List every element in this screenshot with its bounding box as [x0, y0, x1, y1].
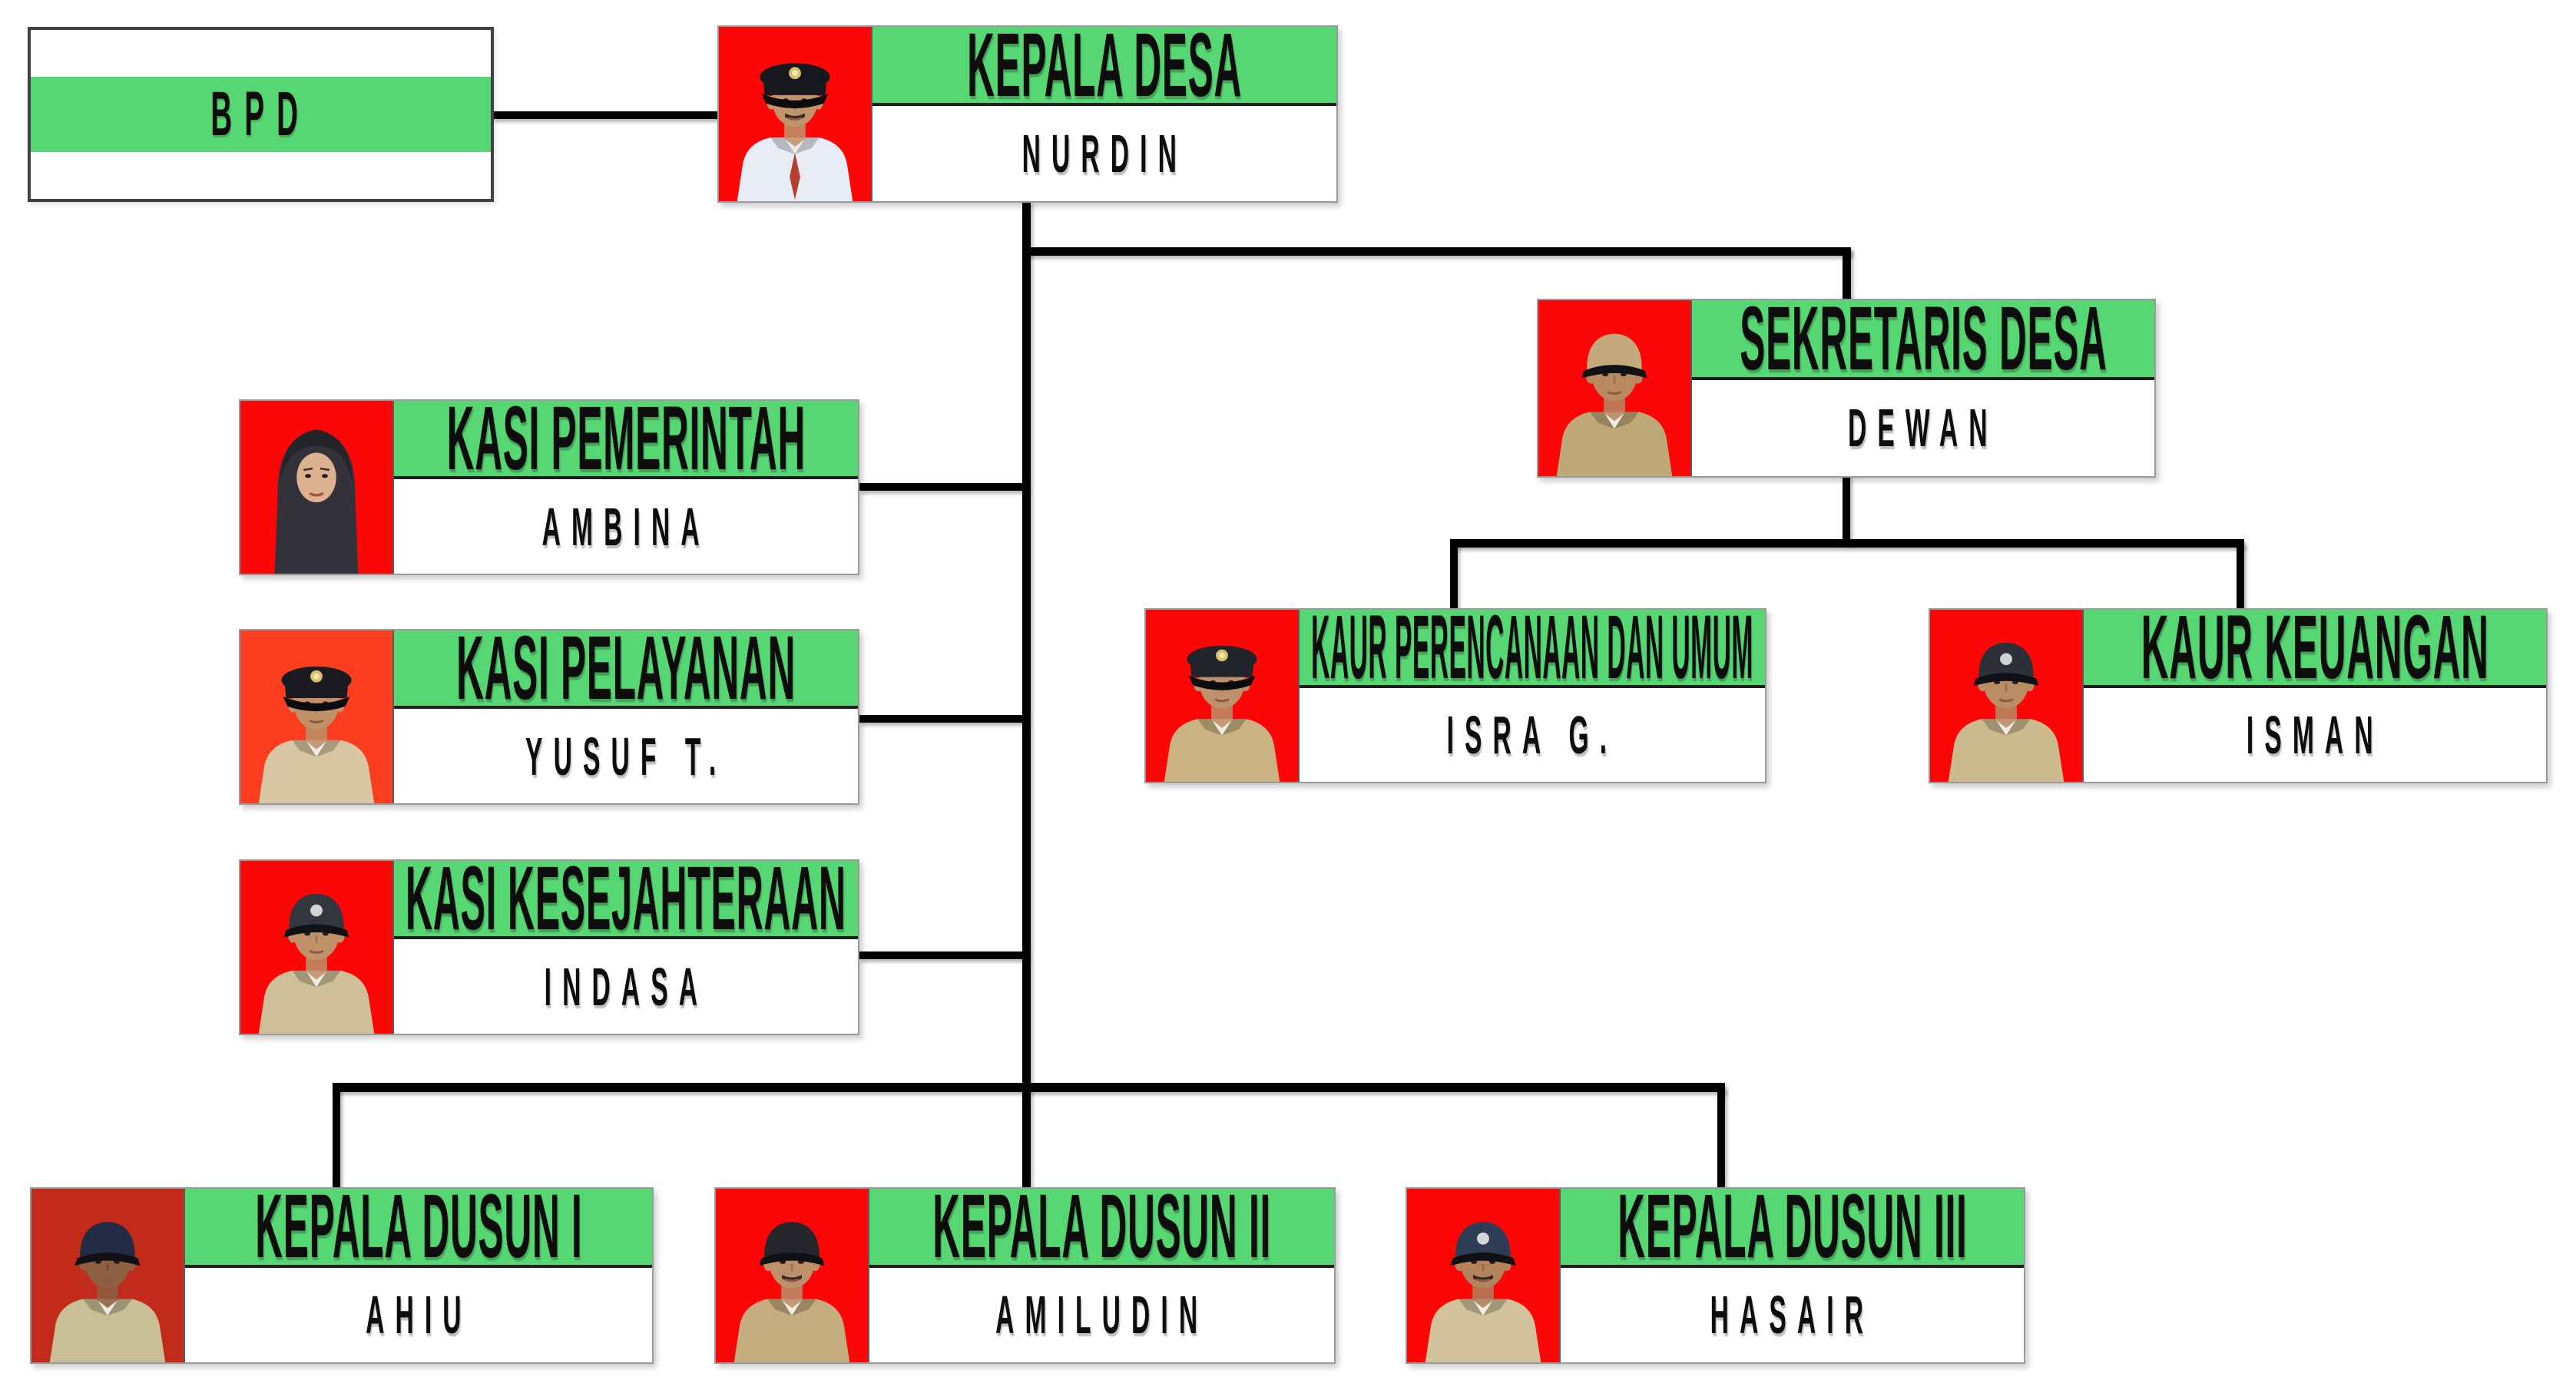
photo-kepala-dusun-3 — [1407, 1189, 1561, 1362]
bpd-top-strip — [31, 30, 491, 77]
role-title-band: KEPALA DUSUN III — [1561, 1189, 2024, 1268]
photo-kaur-keuangan — [1930, 610, 2084, 782]
person-name-band: NURDIN — [872, 106, 1336, 201]
edge-dusun-h — [333, 1083, 1725, 1092]
person-name: INDASA — [544, 956, 708, 1017]
edge-kaur-keuangan-v — [2237, 544, 2244, 610]
node-kasi-pelayanan: KASI PELAYANAN YUSUF T. — [239, 629, 859, 805]
bpd-label: BPD — [210, 79, 311, 149]
node-kepala-desa: KEPALA DESA NURDIN — [717, 25, 1338, 203]
node-sekretaris-desa: SEKRETARIS DESA DEWAN — [1537, 299, 2156, 478]
role-title: KASI PEMERINTAH — [446, 401, 806, 480]
photo-kasi-pelayanan — [240, 630, 394, 803]
edge-kaur-h — [1450, 539, 2244, 548]
edge-trunk-sekretaris-h — [1022, 247, 1851, 256]
node-kepala-dusun-2: KEPALA DUSUN II AMILUDIN — [714, 1187, 1336, 1364]
person-name: AMBINA — [541, 496, 710, 557]
node-kepala-dusun-3: KEPALA DUSUN III HASAIR — [1406, 1187, 2025, 1364]
person-name: HASAIR — [1710, 1285, 1875, 1345]
edge-trunk-sekretaris-v — [1843, 247, 1851, 301]
person-name-band: AHIU — [185, 1267, 652, 1362]
person-name: ISRA G. — [1446, 704, 1618, 765]
person-name: NURDIN — [1021, 124, 1187, 184]
person-name: DEWAN — [1848, 398, 1998, 458]
node-kepala-dusun-1: KEPALA DUSUN I AHIU — [30, 1187, 654, 1364]
edge-dusun3-v — [1717, 1087, 1725, 1189]
role-title: SEKRETARIS DESA — [1739, 300, 2107, 380]
edge-dusun1-v — [333, 1087, 340, 1189]
role-title-band: KAUR KEUANGAN — [2084, 610, 2546, 688]
role-title: KAUR PERENCANAAN DAN UMUM — [1311, 610, 1753, 688]
person-name-band: DEWAN — [1692, 379, 2154, 476]
person-name-band: ISRA G. — [1300, 687, 1765, 782]
role-title-band: KEPALA DUSUN II — [869, 1189, 1334, 1268]
photo-kaur-perencanaan — [1146, 610, 1300, 782]
role-title: KEPALA DUSUN II — [932, 1189, 1271, 1268]
role-title: KEPALA DUSUN III — [1617, 1189, 1968, 1268]
role-title: KAUR KEUANGAN — [2141, 610, 2489, 688]
photo-kasi-pemerintah — [240, 401, 394, 574]
node-kaur-keuangan: KAUR KEUANGAN ISMAN — [1929, 608, 2548, 783]
bpd-bottom-strip — [31, 152, 491, 200]
photo-kepala-dusun-2 — [716, 1189, 869, 1362]
person-name-band: AMILUDIN — [869, 1267, 1334, 1362]
edge-trunk-kasi-pelayanan — [859, 715, 1028, 723]
edge-kepala-desa-trunk — [1022, 201, 1031, 1187]
role-title-band: KASI KESEJAHTERAAN — [394, 861, 858, 940]
person-name: AMILUDIN — [995, 1285, 1209, 1345]
edge-sekretaris-kaur-v — [1843, 472, 1850, 544]
role-title: KASI KESEJAHTERAAN — [406, 861, 846, 940]
photo-kepala-desa — [719, 27, 872, 201]
role-title-band: SEKRETARIS DESA — [1692, 300, 2154, 380]
person-name-band: HASAIR — [1561, 1267, 2024, 1362]
role-title: KASI PELAYANAN — [456, 630, 796, 710]
edge-trunk-kasi-pemerintah — [859, 483, 1028, 491]
node-kasi-kesejahteraan: KASI KESEJAHTERAAN INDASA — [239, 859, 859, 1035]
node-kaur-perencanaan: KAUR PERENCANAAN DAN UMUM ISRA G. — [1144, 608, 1766, 783]
person-name-band: ISMAN — [2084, 687, 2546, 782]
node-kasi-pemerintah: KASI PEMERINTAH AMBINA — [239, 399, 859, 575]
person-name-band: INDASA — [394, 939, 858, 1034]
photo-kepala-dusun-1 — [31, 1189, 185, 1362]
node-bpd: BPD — [28, 27, 494, 202]
role-title: KEPALA DUSUN I — [254, 1189, 583, 1268]
photo-kasi-kesejahteraan — [240, 861, 394, 1034]
role-title-band: KAUR PERENCANAAN DAN UMUM — [1300, 610, 1765, 688]
person-name: AHIU — [365, 1285, 472, 1345]
photo-sekretaris-desa — [1538, 300, 1692, 476]
person-name: ISMAN — [2246, 704, 2384, 765]
edge-kaur-perencanaan-v — [1450, 544, 1458, 610]
role-title-band: KASI PEMERINTAH — [394, 401, 858, 480]
role-title: KEPALA DESA — [967, 27, 1242, 107]
person-name-band: AMBINA — [394, 479, 858, 574]
person-name: YUSUF T. — [525, 726, 727, 786]
role-title-band: KEPALA DESA — [872, 27, 1336, 107]
bpd-label-band: BPD — [31, 76, 491, 153]
edge-bpd-kepala-desa — [492, 111, 719, 119]
role-title-band: KEPALA DUSUN I — [185, 1189, 652, 1268]
edge-trunk-kasi-kesejahteraan — [859, 951, 1028, 959]
role-title-band: KASI PELAYANAN — [394, 630, 858, 710]
person-name-band: YUSUF T. — [394, 709, 858, 803]
